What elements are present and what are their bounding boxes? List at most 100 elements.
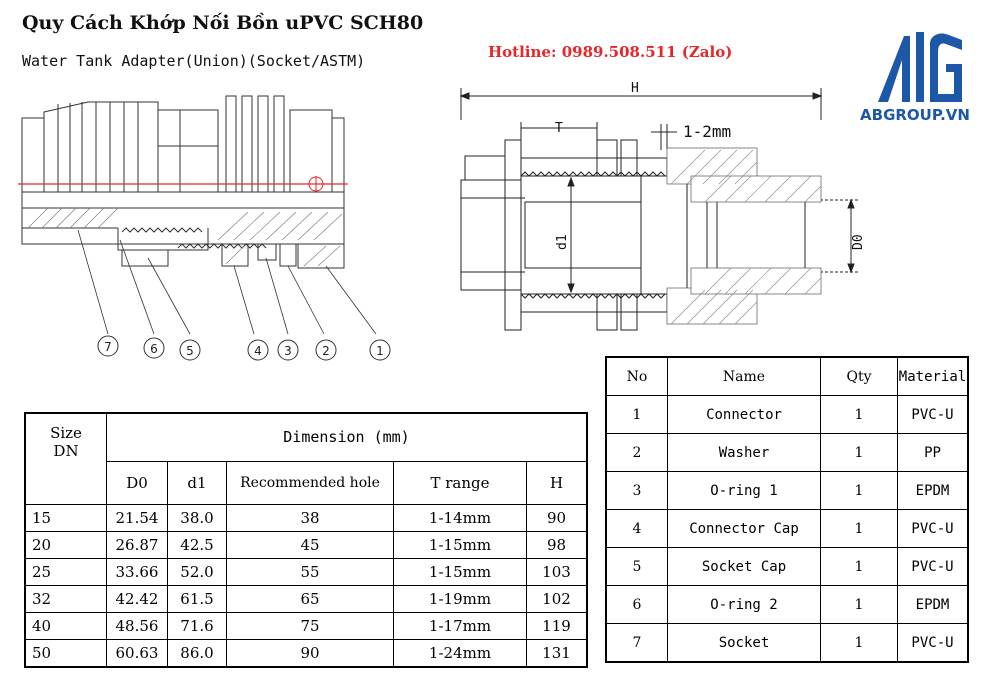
table-cell: Washer xyxy=(667,433,821,472)
dimension-group-header: Dimension (mm) xyxy=(106,412,588,462)
table-cell: 55 xyxy=(226,558,394,586)
table-cell: 40 xyxy=(24,612,107,640)
table-cell: 52.0 xyxy=(167,558,227,586)
table-cell: 61.5 xyxy=(167,585,227,613)
callout-2: 2 xyxy=(322,344,330,358)
table-cell: 1 xyxy=(820,395,898,434)
dimension-table: Size DN Dimension (mm) D0 d1 Recommended… xyxy=(24,412,588,668)
col-h: H xyxy=(526,460,588,506)
table-cell: 1 xyxy=(820,471,898,510)
col-no: No xyxy=(605,356,668,396)
table-cell: 48.56 xyxy=(106,612,168,640)
table-cell: 103 xyxy=(526,558,588,586)
table-cell: 1 xyxy=(820,623,898,663)
table-cell: 1-15mm xyxy=(393,558,527,586)
table-cell: 26.87 xyxy=(106,531,168,559)
table-cell: 38 xyxy=(226,504,394,532)
callout-1: 1 xyxy=(376,344,384,358)
callout-6: 6 xyxy=(150,342,158,356)
table-cell: 20 xyxy=(24,531,107,559)
col-t-range: T range xyxy=(393,460,527,506)
table-cell: 90 xyxy=(526,504,588,532)
col-material: Material xyxy=(897,356,969,396)
table-cell: 2 xyxy=(605,433,668,472)
callout-7: 7 xyxy=(104,340,112,354)
table-cell: 15 xyxy=(24,504,107,532)
table-cell: Socket xyxy=(667,623,821,663)
size-dn-header: Size DN xyxy=(24,412,107,505)
table-cell: EPDM xyxy=(897,585,969,624)
table-cell: PVC-U xyxy=(897,509,969,548)
table-cell: PVC-U xyxy=(897,623,969,663)
table-cell: Connector xyxy=(667,395,821,434)
page-subtitle: Water Tank Adapter(Union)(Socket/ASTM) xyxy=(22,52,366,70)
table-cell: O-ring 1 xyxy=(667,471,821,510)
col-d1: d1 xyxy=(167,460,227,506)
table-cell: 131 xyxy=(526,639,588,668)
page-title: Quy Cách Khớp Nối Bồn uPVC SCH80 xyxy=(22,12,424,34)
assembled-section-diagram: H T 1-2mm d1 D0 xyxy=(459,81,866,331)
h-label: H xyxy=(631,81,639,96)
table-cell: 86.0 xyxy=(167,639,227,668)
table-cell: Connector Cap xyxy=(667,509,821,548)
table-cell: 32 xyxy=(24,585,107,613)
table-cell: 1 xyxy=(605,395,668,434)
table-cell: 6 xyxy=(605,585,668,624)
table-cell: O-ring 2 xyxy=(667,585,821,624)
col-qty: Qty xyxy=(820,356,898,396)
gap-label: 1-2mm xyxy=(683,122,731,141)
table-cell: 1-15mm xyxy=(393,531,527,559)
table-cell: PP xyxy=(897,433,969,472)
table-cell: 65 xyxy=(226,585,394,613)
brand-name: ABGROUP.VN xyxy=(860,106,970,124)
table-cell: 38.0 xyxy=(167,504,227,532)
d1-label: d1 xyxy=(555,234,570,250)
table-cell: 98 xyxy=(526,531,588,559)
exploded-section-diagram: 7 6 5 4 3 2 1 xyxy=(18,95,391,361)
table-cell: 1-17mm xyxy=(393,612,527,640)
callout-5: 5 xyxy=(186,344,194,358)
table-cell: 102 xyxy=(526,585,588,613)
table-cell: 1-24mm xyxy=(393,639,527,668)
table-cell: 4 xyxy=(605,509,668,548)
callout-4: 4 xyxy=(254,344,262,358)
callout-3: 3 xyxy=(284,344,292,358)
table-cell: EPDM xyxy=(897,471,969,510)
table-cell: 25 xyxy=(24,558,107,586)
table-cell: 5 xyxy=(605,547,668,586)
table-cell: 1 xyxy=(820,585,898,624)
table-cell: 3 xyxy=(605,471,668,510)
t-label: T xyxy=(555,121,563,136)
col-name: Name xyxy=(667,356,821,396)
col-d0: D0 xyxy=(106,460,168,506)
table-cell: 33.66 xyxy=(106,558,168,586)
table-cell: 90 xyxy=(226,639,394,668)
table-cell: 71.6 xyxy=(167,612,227,640)
table-cell: 1 xyxy=(820,547,898,586)
table-cell: 75 xyxy=(226,612,394,640)
hotline-text[interactable]: Hotline: 0989.508.511 (Zalo) xyxy=(488,43,733,61)
table-cell: PVC-U xyxy=(897,395,969,434)
table-cell: 1-14mm xyxy=(393,504,527,532)
table-cell: 21.54 xyxy=(106,504,168,532)
col-recommended-hole: Recommended hole xyxy=(226,460,394,506)
table-cell: 45 xyxy=(226,531,394,559)
table-cell: 1 xyxy=(820,509,898,548)
table-cell: 1 xyxy=(820,433,898,472)
table-cell: PVC-U xyxy=(897,547,969,586)
abgroup-logo-icon xyxy=(878,32,962,102)
